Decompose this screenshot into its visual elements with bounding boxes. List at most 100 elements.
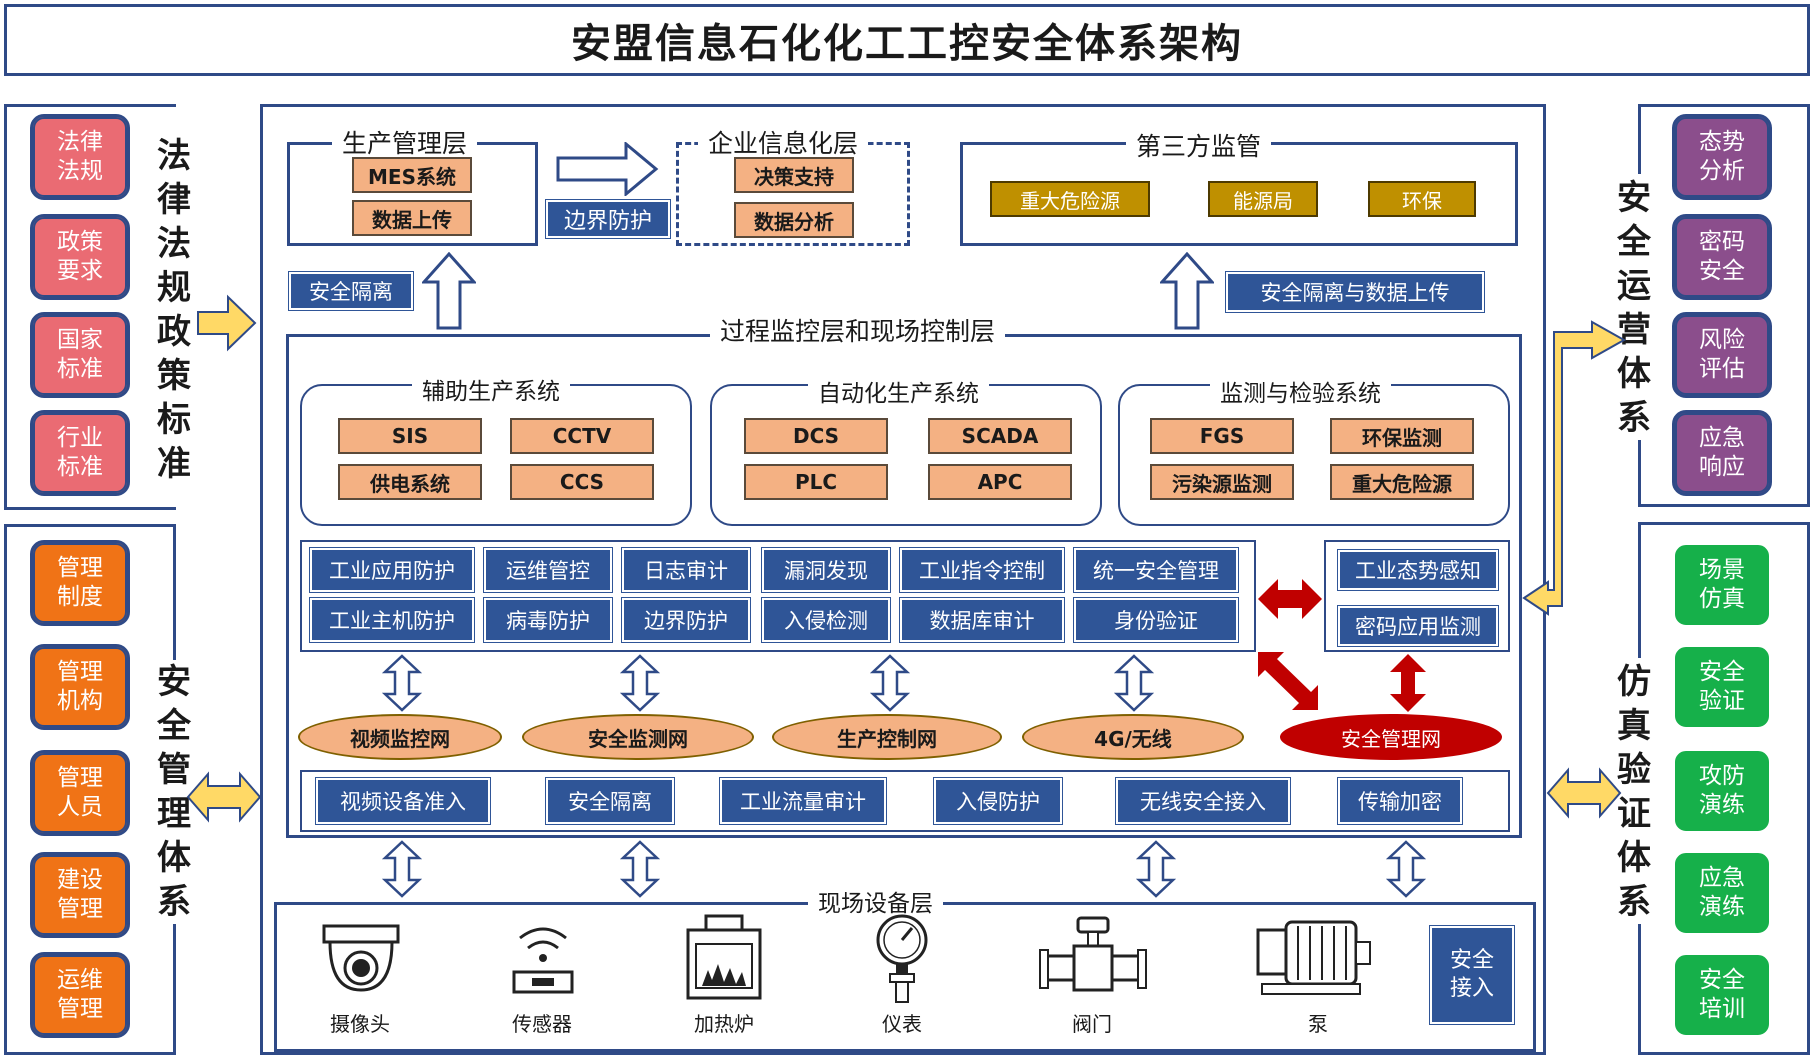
management-title-char: 体 bbox=[157, 838, 191, 878]
sensor-icon bbox=[512, 927, 574, 994]
simulation-vertical-title: 仿真验证体系 bbox=[1612, 660, 1656, 924]
simulation-title-char: 体 bbox=[1617, 838, 1651, 878]
security-function-item[interactable]: 身份验证 bbox=[1073, 597, 1239, 643]
access-control-item[interactable]: 传输加密 bbox=[1337, 777, 1463, 825]
operation-title-char: 系 bbox=[1617, 398, 1651, 438]
law-title-char: 政 bbox=[157, 312, 191, 352]
gauge-icon bbox=[876, 914, 928, 1003]
security-function-item[interactable]: 边界防护 bbox=[621, 597, 751, 643]
auto-production-title: 自动化生产系统 bbox=[808, 374, 989, 408]
security-function-item[interactable]: 工业应用防护 bbox=[309, 547, 475, 593]
energy-bureau[interactable]: 能源局 bbox=[1208, 181, 1318, 217]
situational-panel bbox=[1324, 540, 1510, 652]
security-function-item[interactable]: 病毒防护 bbox=[483, 597, 613, 643]
isolation-upload-label[interactable]: 安全隔离与数据上传 bbox=[1225, 271, 1485, 313]
video-monitoring-network[interactable]: 视频监控网 bbox=[298, 714, 502, 760]
ops-mgmt-item[interactable]: 运维 管理 bbox=[30, 952, 130, 1038]
simulation-title-char: 证 bbox=[1617, 794, 1651, 834]
major-hazard-monitor[interactable]: 重大危险源 bbox=[1330, 464, 1474, 500]
aux-production-title: 辅助生产系统 bbox=[412, 372, 570, 406]
border-protection-top[interactable]: 边界防护 bbox=[545, 199, 671, 239]
pump-label: 泵 bbox=[1308, 1012, 1328, 1036]
operation-vertical-title: 安全运营体系 bbox=[1612, 176, 1656, 440]
environmental-protection[interactable]: 环保 bbox=[1368, 181, 1476, 217]
data-analysis[interactable]: 数据分析 bbox=[734, 202, 854, 238]
industry-standard-item[interactable]: 行业 标准 bbox=[30, 410, 130, 496]
double-arrow-icon bbox=[382, 654, 422, 712]
access-control-item[interactable]: 视频设备准入 bbox=[315, 777, 491, 825]
up-arrow-icon bbox=[1160, 252, 1214, 330]
emergency-drill-item[interactable]: 应急 演练 bbox=[1672, 850, 1772, 936]
law-title-char: 标 bbox=[157, 400, 191, 440]
apc[interactable]: APC bbox=[928, 464, 1072, 500]
scada[interactable]: SCADA bbox=[928, 418, 1072, 454]
secure-access-box[interactable]: 安全 接入 bbox=[1429, 925, 1515, 1025]
law-title-char: 规 bbox=[157, 268, 191, 308]
production-control-network[interactable]: 生产控制网 bbox=[772, 714, 1002, 760]
plc[interactable]: PLC bbox=[744, 464, 888, 500]
national-standard-item[interactable]: 国家 标准 bbox=[30, 312, 130, 398]
security-function-item[interactable]: 工业指令控制 bbox=[899, 547, 1065, 593]
security-function-item[interactable]: 入侵检测 bbox=[761, 597, 891, 643]
valve-label: 阀门 bbox=[1072, 1012, 1112, 1036]
mgmt-staff-item[interactable]: 管理 人员 bbox=[30, 750, 130, 836]
law-title-char: 准 bbox=[157, 444, 191, 484]
access-control-item[interactable]: 安全隔离 bbox=[545, 777, 675, 825]
valve-icon bbox=[1039, 916, 1147, 992]
sis[interactable]: SIS bbox=[338, 418, 482, 454]
law-title-char: 策 bbox=[157, 356, 191, 396]
security-isolation-label[interactable]: 安全隔离 bbox=[288, 271, 414, 311]
security-function-item[interactable]: 工业主机防护 bbox=[309, 597, 475, 643]
mes-system[interactable]: MES系统 bbox=[352, 157, 472, 193]
construction-mgmt-item[interactable]: 建设 管理 bbox=[30, 852, 130, 938]
security-function-item[interactable]: 数据库审计 bbox=[899, 597, 1065, 643]
security-management-network[interactable]: 安全管理网 bbox=[1280, 714, 1502, 760]
scene-simulation-item[interactable]: 场景 仿真 bbox=[1672, 542, 1772, 628]
4g-wireless-network[interactable]: 4G/无线 bbox=[1022, 714, 1244, 760]
security-verification-item[interactable]: 安全 验证 bbox=[1672, 644, 1772, 730]
situational-awareness[interactable]: 工业态势感知 bbox=[1337, 549, 1499, 591]
access-control-item[interactable]: 无线安全接入 bbox=[1115, 777, 1291, 825]
attack-defense-drill-item[interactable]: 攻防 演练 bbox=[1672, 748, 1772, 834]
mgmt-org-item[interactable]: 管理 机构 bbox=[30, 644, 130, 730]
page-title: 安盟信息石化化工工控安全体系架构 bbox=[4, 4, 1810, 76]
security-function-item[interactable]: 日志审计 bbox=[621, 547, 751, 593]
law-title-char: 律 bbox=[157, 180, 191, 220]
sensor-label: 传感器 bbox=[512, 1012, 572, 1036]
yellow-right-arrow-icon bbox=[197, 294, 257, 352]
furnace-icon bbox=[686, 914, 762, 1000]
right-arrow-icon bbox=[556, 142, 659, 196]
decision-support[interactable]: 决策支持 bbox=[734, 157, 854, 193]
env-monitoring[interactable]: 环保监测 bbox=[1330, 418, 1474, 454]
double-arrow-icon bbox=[620, 840, 660, 898]
dcs[interactable]: DCS bbox=[744, 418, 888, 454]
security-function-item[interactable]: 运维管控 bbox=[483, 547, 613, 593]
major-hazard-top[interactable]: 重大危险源 bbox=[990, 181, 1150, 217]
cctv[interactable]: CCTV bbox=[510, 418, 654, 454]
fgs[interactable]: FGS bbox=[1150, 418, 1294, 454]
security-monitoring-network[interactable]: 安全监测网 bbox=[522, 714, 754, 760]
operation-title-char: 运 bbox=[1617, 266, 1651, 306]
emergency-response-item[interactable]: 应急 响应 bbox=[1672, 410, 1772, 496]
data-upload[interactable]: 数据上传 bbox=[352, 200, 472, 236]
access-control-item[interactable]: 入侵防护 bbox=[933, 777, 1063, 825]
access-control-item[interactable]: 工业流量审计 bbox=[719, 777, 887, 825]
simulation-title-char: 验 bbox=[1617, 750, 1651, 790]
camera-icon bbox=[322, 924, 400, 992]
crypto-app-monitoring[interactable]: 密码应用监测 bbox=[1337, 605, 1499, 647]
crypto-security-item[interactable]: 密码 安全 bbox=[1672, 214, 1772, 300]
law-item[interactable]: 法律 法规 bbox=[30, 114, 130, 200]
risk-assessment-item[interactable]: 风险 评估 bbox=[1672, 312, 1772, 398]
policy-item[interactable]: 政策 要求 bbox=[30, 214, 130, 300]
pollution-monitoring[interactable]: 污染源监测 bbox=[1150, 464, 1294, 500]
situation-analysis-item[interactable]: 态势 分析 bbox=[1672, 114, 1772, 200]
power-supply[interactable]: 供电系统 bbox=[338, 464, 482, 500]
management-title-char: 全 bbox=[157, 706, 191, 746]
security-function-item[interactable]: 统一安全管理 bbox=[1073, 547, 1239, 593]
ccs[interactable]: CCS bbox=[510, 464, 654, 500]
mgmt-system-item[interactable]: 管理 制度 bbox=[30, 540, 130, 626]
security-training-item[interactable]: 安全 培训 bbox=[1672, 952, 1772, 1038]
access-row-panel bbox=[300, 770, 1510, 832]
double-arrow-icon bbox=[870, 654, 910, 712]
security-function-item[interactable]: 漏洞发现 bbox=[761, 547, 891, 593]
